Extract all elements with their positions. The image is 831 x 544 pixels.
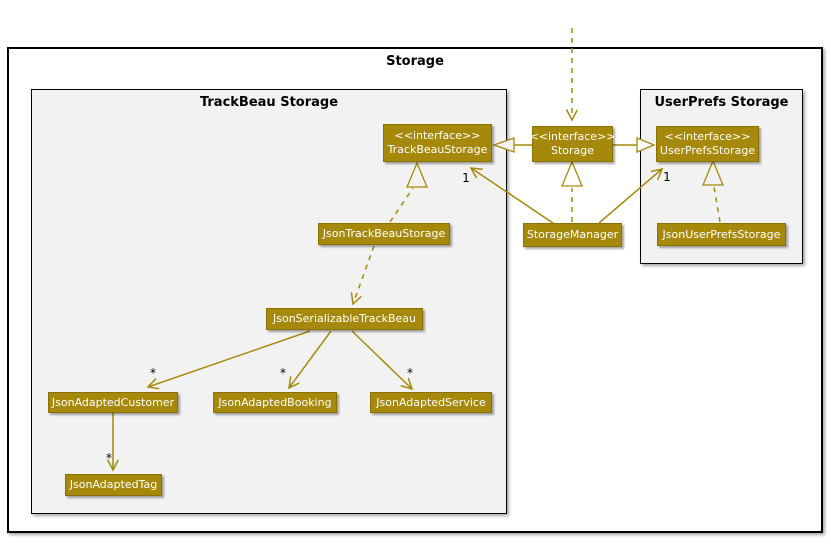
class-jsonadaptedtag: JsonAdaptedTag <box>65 474 162 496</box>
class-name-label: JsonAdaptedTag <box>69 478 158 491</box>
class-name-label: JsonUserPrefsStorage <box>662 227 781 241</box>
class-interface-storage: <<interface>> Storage <box>529 126 616 162</box>
class-interface-userprefsstorage: <<interface>> UserPrefsStorage <box>656 126 759 162</box>
multiplicity-serializable-customer: * <box>150 366 156 380</box>
class-name-label: JsonAdaptedService <box>376 395 486 409</box>
class-name-label: JsonSerializableTrackBeau <box>273 312 416 325</box>
multiplicity-serializable-service: * <box>407 366 413 380</box>
stereotype-label: <<interface>> <box>394 129 481 142</box>
stereotype-label: <<interface>> <box>664 130 751 143</box>
class-name-label: TrackBeauStorage <box>387 143 488 156</box>
multiplicity-serializable-booking: * <box>280 366 286 380</box>
class-storagemanager: StorageManager <box>523 223 622 247</box>
class-name-label: JsonAdaptedCustomer <box>51 395 175 409</box>
class-name-label: JsonTrackBeauStorage <box>322 227 446 240</box>
class-jsonserializabletrackbeau: JsonSerializableTrackBeau <box>266 308 423 330</box>
class-jsonadaptedservice: JsonAdaptedService <box>370 392 492 413</box>
class-jsonuserprefsstorage: JsonUserPrefsStorage <box>657 223 786 246</box>
class-interface-trackbeaustorage: <<interface>> TrackBeauStorage <box>383 124 492 162</box>
trackbeau-storage-title: TrackBeau Storage <box>199 95 339 110</box>
class-jsonadaptedcustomer: JsonAdaptedCustomer <box>48 392 178 413</box>
multiplicity-storagemanager-trackbeau: 1 <box>462 171 470 185</box>
storage-frame-title: Storage <box>386 54 444 69</box>
class-jsonadaptedbooking: JsonAdaptedBooking <box>213 392 337 413</box>
class-name-label: JsonAdaptedBooking <box>218 395 332 409</box>
class-name-label: StorageManager <box>526 228 619 241</box>
multiplicity-customer-tag: * <box>106 451 112 465</box>
multiplicity-storagemanager-userprefs: 1 <box>663 170 671 184</box>
userprefs-storage-title: UserPrefs Storage <box>654 95 789 110</box>
class-name-label: Storage <box>550 144 595 157</box>
class-jsontrackbeaustorage: JsonTrackBeauStorage <box>318 223 450 245</box>
stereotype-label: <<interface>> <box>529 130 616 143</box>
class-name-label: UserPrefsStorage <box>659 144 756 157</box>
